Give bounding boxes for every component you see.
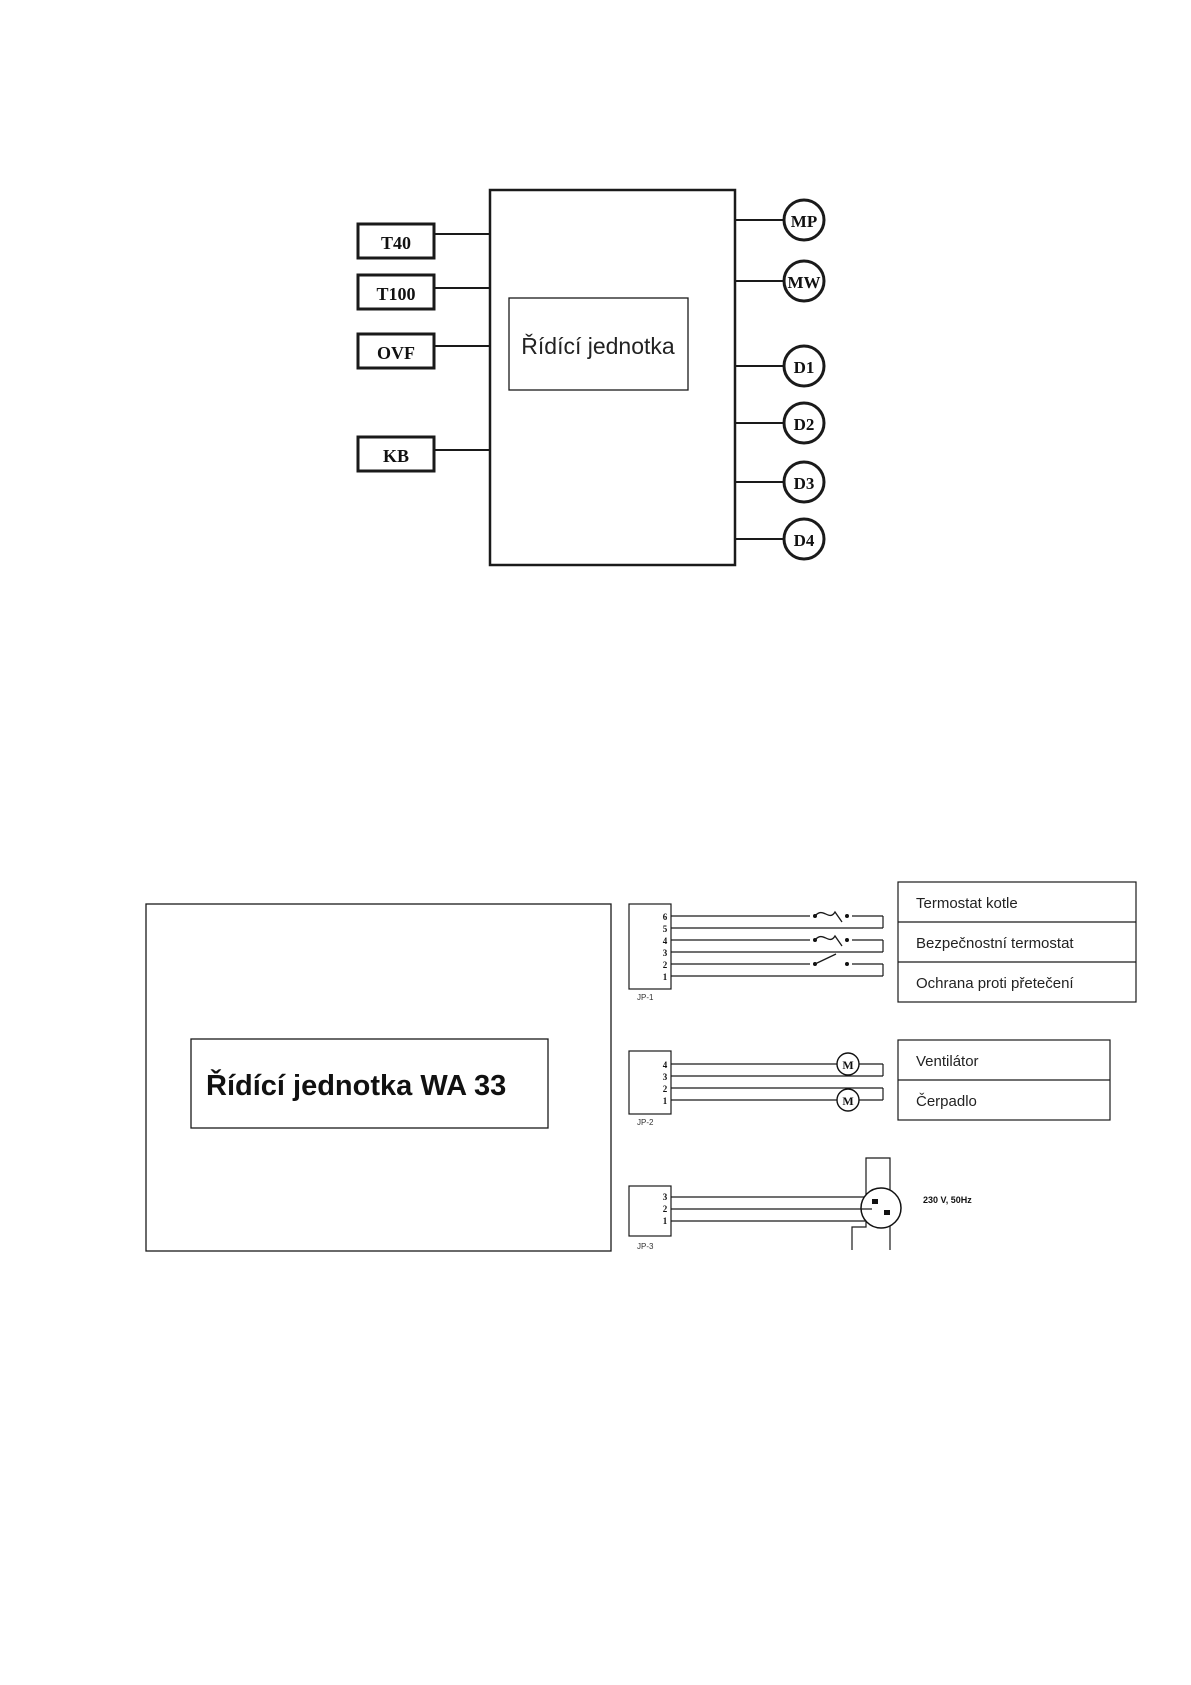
thermostat-switch-icon: [810, 934, 852, 946]
input-label: KB: [383, 446, 409, 466]
output-d4: D4: [735, 519, 824, 559]
pin-number: 1: [663, 1216, 668, 1226]
input-label: T100: [376, 284, 415, 304]
connector-label: JP-2: [637, 1118, 654, 1127]
power-socket-icon: [852, 1158, 901, 1250]
pin-number: 1: [663, 972, 668, 982]
output-label: MP: [791, 212, 817, 231]
wiring-diagram: Řídící jednotka WA 33 JP-1 6 5 4 3 2 1: [146, 882, 1136, 1251]
input-ovf: OVF: [358, 334, 490, 368]
control-unit-block: [490, 190, 735, 565]
pin-number: 1: [663, 1096, 668, 1106]
connector-label: JP-1: [637, 993, 654, 1002]
connector-jp3: JP-3 3 2 1 230 V, 50Hz: [629, 1158, 972, 1251]
input-t40: T40: [358, 224, 490, 258]
jp1-device-table: Termostat kotle Bezpečnostní termostat O…: [898, 882, 1136, 1002]
switch-icon: [810, 954, 852, 970]
connector-label: JP-3: [637, 1242, 654, 1251]
block-diagram: Řídící jednotka T40 T100 OVF KB MP: [358, 190, 824, 565]
output-label: D2: [794, 415, 815, 434]
power-label: 230 V, 50Hz: [923, 1195, 972, 1205]
device-label: Ventilátor: [916, 1053, 979, 1070]
pin-number: 2: [663, 1084, 668, 1094]
pin-number: 3: [663, 1192, 668, 1202]
output-label: MW: [787, 273, 820, 292]
pin-number: 6: [663, 912, 668, 922]
input-label: OVF: [377, 343, 415, 363]
wa33-label: Řídící jednotka WA 33: [206, 1068, 506, 1102]
device-label: Termostat kotle: [916, 895, 1018, 912]
output-label: D3: [794, 474, 815, 493]
device-label: Bezpečnostní termostat: [916, 935, 1074, 952]
output-mp: MP: [735, 200, 824, 240]
device-label: Čerpadlo: [916, 1093, 977, 1110]
output-d2: D2: [735, 403, 824, 443]
pin-number: 5: [663, 924, 668, 934]
output-d3: D3: [735, 462, 824, 502]
output-label: D1: [794, 358, 815, 377]
connector-jp2: JP-2 4 3 2 1 M M: [629, 1040, 1110, 1127]
output-mw: MW: [735, 261, 824, 301]
input-kb: KB: [358, 437, 490, 471]
pin-number: 3: [663, 1072, 668, 1082]
motor-symbol: M: [842, 1094, 853, 1108]
input-label: T40: [381, 233, 411, 253]
output-label: D4: [794, 531, 815, 550]
pin-number: 2: [663, 960, 668, 970]
motor-symbol: M: [842, 1058, 853, 1072]
pin-number: 4: [663, 936, 668, 946]
jp2-device-table: Ventilátor Čerpadlo: [898, 1040, 1110, 1120]
fan-motor-icon: M: [837, 1053, 859, 1075]
connector-jp1: JP-1 6 5 4 3 2 1: [629, 882, 1136, 1002]
output-d1: D1: [735, 346, 824, 386]
thermostat-switch-icon: [810, 910, 852, 922]
pin-number: 3: [663, 948, 668, 958]
control-unit-label: Řídící jednotka: [521, 333, 675, 359]
jp3-wires: [671, 1197, 866, 1221]
pin-number: 2: [663, 1204, 668, 1214]
pump-motor-icon: M: [837, 1089, 859, 1111]
input-t100: T100: [358, 275, 490, 309]
pin-number: 4: [663, 1060, 668, 1070]
device-label: Ochrana proti přetečení: [916, 975, 1074, 992]
